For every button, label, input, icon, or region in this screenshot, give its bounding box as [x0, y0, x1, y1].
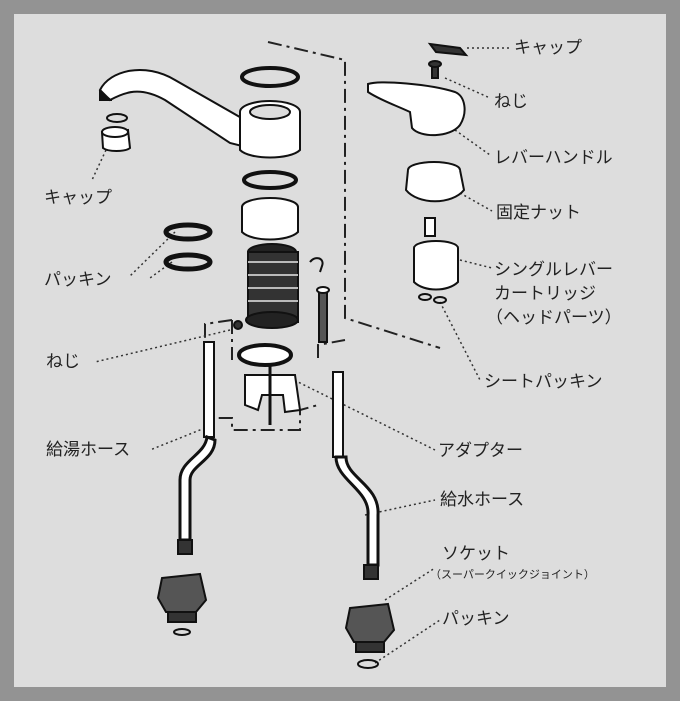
- cartridge-part: [413, 248, 459, 291]
- packing-bottom-ring: [357, 659, 379, 669]
- label-packing-left: パッキン: [44, 270, 112, 290]
- packing-ring-2: [163, 252, 213, 272]
- label-seat-packing: シートパッキン: [484, 372, 603, 392]
- label-adapter: アダプター: [438, 441, 523, 461]
- label-cold-hose: 給水ホース: [440, 490, 525, 510]
- label-fixing-nut: 固定ナット: [496, 203, 581, 223]
- socket-left: [156, 572, 208, 613]
- label-lever-handle: レバーハンドル: [494, 148, 613, 168]
- label-packing-bottom: パッキン: [442, 609, 510, 629]
- label-cap-left: キャップ: [44, 188, 112, 208]
- label-cartridge-2: カートリッジ: [494, 284, 596, 304]
- hot-hose-pipe: [203, 341, 215, 438]
- label-cartridge-3: （ヘッドパーツ）: [486, 308, 622, 328]
- diagram-panel: [14, 14, 666, 687]
- lever-handle-part: [367, 81, 466, 137]
- label-hot-hose: 給湯ホース: [46, 440, 131, 460]
- o-ring-mid: [242, 170, 298, 190]
- o-ring-top: [240, 66, 300, 88]
- adapter-outline-right: [317, 339, 346, 358]
- label-cap-top: キャップ: [514, 38, 582, 58]
- cap-top-part: [427, 42, 469, 57]
- label-screw-top: ねじ: [494, 92, 528, 112]
- label-screw-left: ねじ: [46, 352, 80, 372]
- cold-hose-pipe: [332, 371, 344, 458]
- label-socket-sub: （スーパークイックジョイント）: [430, 568, 595, 581]
- hot-hose: [178, 434, 217, 542]
- socket-right: [344, 602, 396, 643]
- label-socket: ソケット: [442, 544, 510, 564]
- adapter: [237, 343, 293, 367]
- assembly-outline: [267, 41, 441, 349]
- label-cartridge-1: シングルレバー: [494, 260, 613, 280]
- cold-hose: [334, 455, 380, 567]
- adapter-outline: [204, 319, 319, 431]
- fixing-nut-part: [404, 169, 466, 203]
- packing-ring-1: [163, 222, 213, 242]
